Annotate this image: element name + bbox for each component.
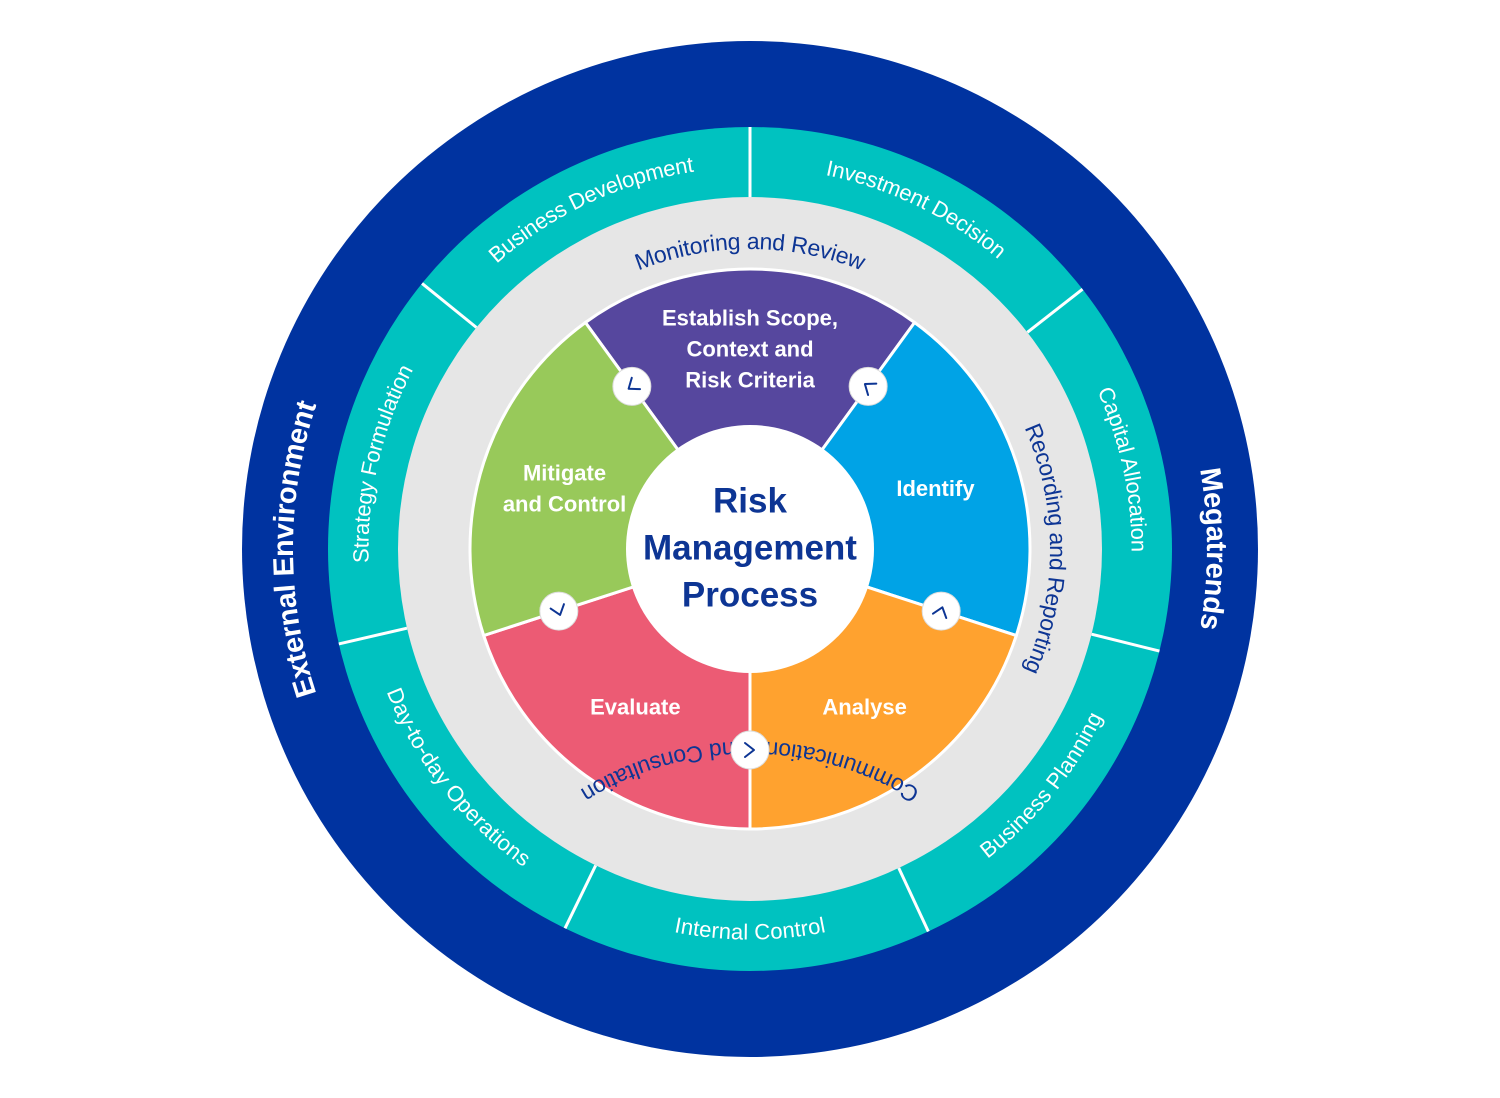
activity-divider <box>338 626 408 646</box>
activity-divider <box>897 867 930 933</box>
chevron-arrow-icon <box>539 591 579 631</box>
activity-divider <box>421 282 478 329</box>
chevron-arrow-icon <box>921 591 961 631</box>
chevron-arrow-icon <box>612 366 652 406</box>
step-label-evaluate: Evaluate <box>590 694 681 719</box>
activity-divider <box>563 864 598 929</box>
step-label-identify: Identify <box>896 476 975 501</box>
chevron-arrow-icon <box>848 366 888 406</box>
activity-divider <box>1026 288 1084 334</box>
activity-divider <box>1091 632 1160 653</box>
step-label-analyse: Analyse <box>822 694 906 719</box>
arrows <box>539 366 961 770</box>
activity-dividers <box>338 127 1160 933</box>
chevron-arrow-icon <box>730 730 770 770</box>
center-circle <box>626 425 874 673</box>
